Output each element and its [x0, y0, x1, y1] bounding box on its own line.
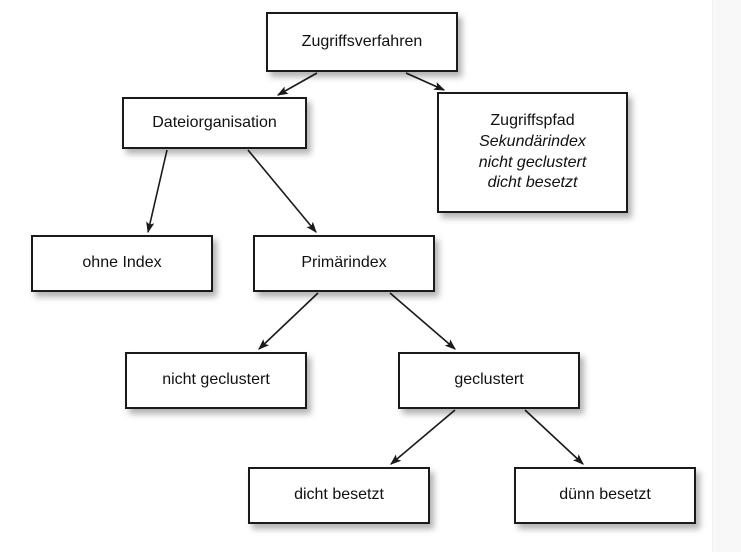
node-duenn-besetzt[interactable]: dünn besetzt [514, 467, 696, 524]
arrow-geclustert-to-duenn-besetzt [524, 409, 584, 465]
node-label-line: Primärindex [301, 254, 387, 272]
node-ohne-index[interactable]: ohne Index [31, 235, 213, 292]
arrow-primaerindex-to-geclustert [389, 292, 456, 350]
node-label-line: nicht geclustert [162, 371, 270, 389]
arrow-zugriffsverfahren-to-zugriffspfad [405, 72, 446, 91]
node-label-line: ohne Index [82, 254, 162, 272]
node-label-line: nicht geclustert [478, 153, 587, 171]
node-label-line: dicht besetzt [487, 174, 578, 192]
node-label-line: Zugriffsverfahren [301, 32, 423, 50]
page-edge-strip [712, 0, 741, 552]
node-label-primaerindex: Primärindex [301, 253, 386, 274]
arrow-dateiorganisation-to-primaerindex [247, 149, 317, 233]
node-label-line: Dateiorganisation [152, 113, 277, 131]
node-geclustert[interactable]: geclustert [398, 352, 580, 409]
node-label-zugriffsverfahren: Zugriffsverfahren [302, 32, 423, 53]
node-label-dicht-besetzt: dicht besetzt [294, 485, 384, 506]
node-label-line: dünn besetzt [559, 486, 651, 504]
node-label-ohne-index: ohne Index [82, 253, 161, 274]
node-label-geclustert: geclustert [454, 370, 523, 391]
node-zugriffsverfahren[interactable]: Zugriffsverfahren [266, 12, 458, 72]
node-label-dateiorganisation: Dateiorganisation [152, 113, 277, 134]
node-dateiorganisation[interactable]: Dateiorganisation [122, 97, 307, 149]
node-label-duenn-besetzt: dünn besetzt [559, 485, 651, 506]
node-label-nicht-geclustert: nicht geclustert [162, 370, 270, 391]
arrow-zugriffsverfahren-to-dateiorganisation [276, 72, 318, 96]
node-dicht-besetzt[interactable]: dicht besetzt [248, 467, 430, 524]
node-label-line: geclustert [454, 371, 524, 389]
arrow-primaerindex-to-nicht-geclustert [258, 292, 319, 350]
node-primaerindex[interactable]: Primärindex [253, 235, 435, 292]
node-nicht-geclustert[interactable]: nicht geclustert [125, 352, 307, 409]
node-label-line: Zugriffspfad [490, 111, 575, 129]
arrow-dateiorganisation-to-ohne-index [146, 149, 168, 234]
node-label-line: Sekundärindex [479, 132, 586, 150]
node-label-line: dicht besetzt [294, 486, 384, 504]
arrow-geclustert-to-dicht-besetzt [390, 409, 456, 465]
